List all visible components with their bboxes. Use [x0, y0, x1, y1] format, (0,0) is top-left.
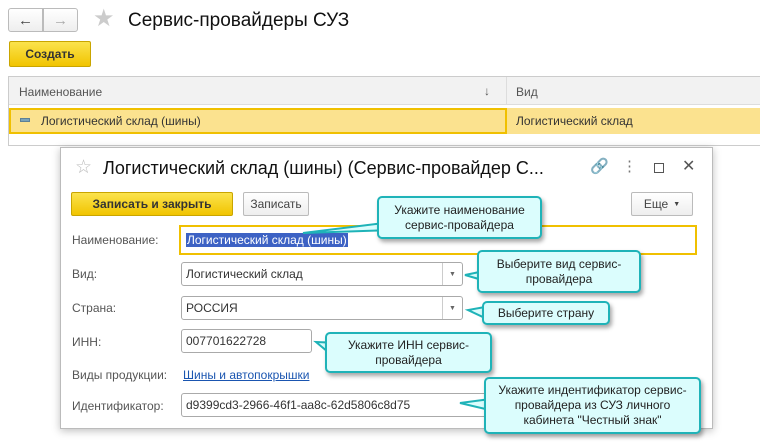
page-title: Сервис-провайдеры СУЗ — [128, 10, 350, 31]
country-label: Страна: — [72, 301, 117, 315]
callout-id: Укажите индентификатор сервис-провайдера… — [484, 377, 701, 434]
save-button[interactable]: Записать — [243, 192, 309, 216]
id-value: d9399cd3-2966-46f1-aa8c-62d5806c8d75 — [186, 398, 411, 412]
back-button[interactable]: ← — [8, 8, 43, 32]
dropdown-arrow-icon[interactable]: ▼ — [442, 263, 462, 285]
callout-kind: Выберите вид сервис-провайдера — [477, 250, 641, 293]
link-icon[interactable]: 🔗 — [590, 158, 609, 175]
country-select[interactable]: РОССИЯ ▼ — [181, 296, 463, 320]
callout-name: Укажите наименование сервис-провайдера — [377, 196, 542, 239]
cell-name: Логистический склад (шины) — [41, 114, 201, 128]
dialog-title: Логистический склад (шины) (Сервис-прова… — [103, 158, 544, 178]
create-button[interactable]: Создать — [9, 41, 91, 67]
kind-select[interactable]: Логистический склад ▼ — [181, 262, 463, 286]
name-input[interactable]: Логистический склад (шины) — [179, 225, 697, 255]
products-link[interactable]: Шины и автопокрышки — [183, 368, 310, 382]
column-header-kind[interactable]: Вид — [516, 85, 538, 99]
favorite-star-icon[interactable]: ★ — [93, 5, 115, 32]
dropdown-arrow-icon[interactable]: ▼ — [442, 297, 462, 319]
more-label: Еще — [643, 197, 669, 211]
name-value: Логистический склад (шины) — [186, 233, 348, 247]
more-actions-icon[interactable]: ⋮ — [622, 158, 637, 175]
chevron-down-icon: ▼ — [673, 200, 681, 208]
sort-arrow-icon: ↓ — [484, 84, 490, 98]
more-button[interactable]: Еще ▼ — [631, 192, 693, 216]
save-close-button[interactable]: Записать и закрыть — [71, 192, 233, 216]
favorite-star-icon[interactable]: ☆ — [75, 157, 93, 178]
name-label: Наименование: — [72, 233, 159, 247]
close-icon[interactable]: ✕ — [682, 158, 696, 175]
country-value: РОССИЯ — [186, 301, 238, 315]
inn-label: ИНН: — [72, 335, 102, 349]
kind-label: Вид: — [72, 267, 98, 281]
forward-button[interactable]: → — [43, 8, 78, 32]
list-table: Наименование ↓ Вид Логистический склад (… — [8, 76, 760, 146]
arrow-left-icon: ← — [18, 11, 33, 29]
row-focus — [9, 108, 507, 134]
products-label: Виды продукции: — [72, 368, 168, 382]
maximize-icon[interactable] — [654, 163, 664, 173]
table-row[interactable]: Логистический склад (шины) Логистический… — [9, 108, 760, 134]
callout-inn: Укажите ИНН сервис-провайдера — [325, 332, 492, 373]
callout-country: Выберите страну — [482, 301, 610, 325]
column-header-name[interactable]: Наименование — [19, 85, 103, 99]
inn-input[interactable]: 007701622728 — [181, 329, 312, 353]
cell-kind: Логистический склад — [516, 114, 633, 128]
item-icon — [20, 118, 30, 122]
id-label: Идентификатор: — [72, 399, 164, 413]
kind-value: Логистический склад — [186, 267, 303, 281]
column-divider — [506, 77, 507, 105]
table-header: Наименование ↓ Вид — [9, 77, 760, 105]
arrow-right-icon: → — [53, 11, 68, 29]
inn-value: 007701622728 — [186, 334, 267, 348]
